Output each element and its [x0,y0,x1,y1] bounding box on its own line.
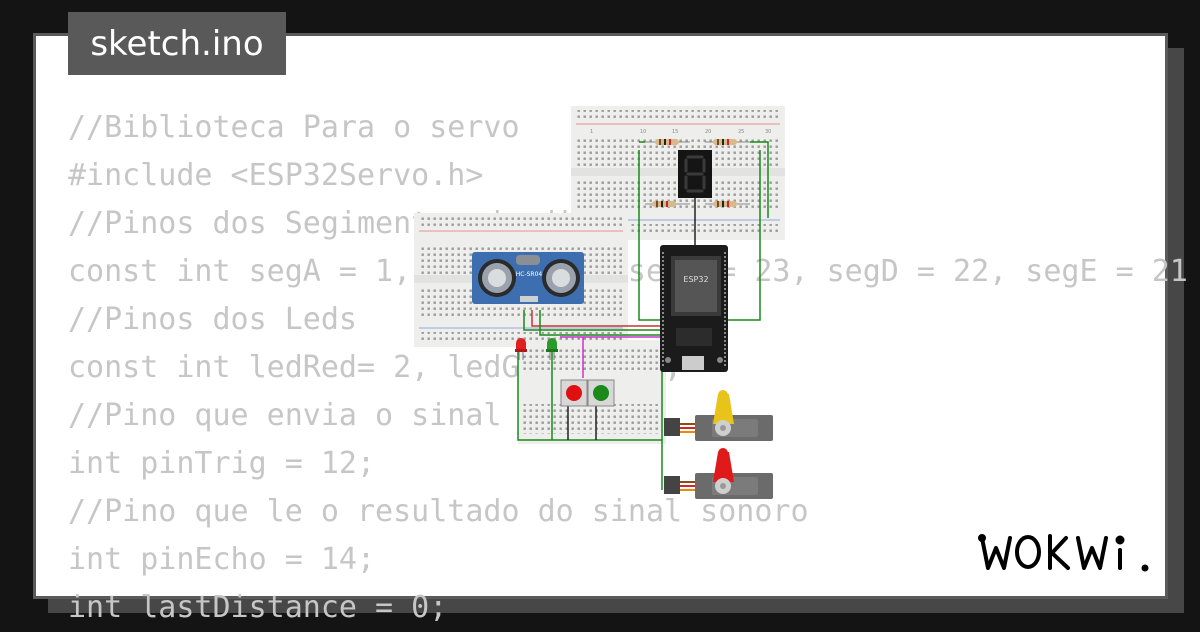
file-tab[interactable]: sketch.ino [68,12,286,75]
green-pushbutton [587,379,615,407]
breadboard-number: 25 [738,129,744,135]
resistor [705,139,750,145]
breadboard-number: 10 [640,129,646,135]
breadboard-number: 20 [705,129,711,135]
red-pushbutton [560,379,588,407]
esp32-board: ESP32 [660,245,728,372]
circuit-diagram: 1 10 15 20 25 30 [414,106,785,499]
breadboard-number: 30 [765,129,771,135]
servo-motor-red [664,448,773,499]
wire [517,345,662,441]
breadboard-number: 15 [672,129,678,135]
code-line: //Pinos dos Leds [68,302,357,337]
code-line: int pinTrig = 12; [68,446,376,481]
code-line: #include <ESP32Servo.h> [68,158,484,193]
wire [523,310,665,331]
code-line: int lastDistance = 0; [68,590,448,625]
wire [539,310,665,336]
code-line: //Biblioteca Para o servo [68,110,520,145]
wokwi-logo-icon [978,534,1149,572]
resistor [645,201,690,207]
wire [750,141,769,218]
servo-motor-yellow [664,390,773,441]
sensor-label: HC-SR04 [516,271,543,278]
wire [531,310,665,327]
breadboard-number: 1 [590,129,593,135]
resistor [645,139,690,145]
red-led [515,338,527,360]
resistor [705,201,750,207]
breadboard-bottom [518,340,666,444]
ultrasonic-sensor: HC-SR04 [472,252,584,304]
mcu-label: ESP32 [683,275,708,284]
seven-segment-display [678,150,712,198]
wokwi-logo[interactable]: WOKWi [976,528,1152,576]
code-line: //Pino que le o resultado do sinal sonor… [68,494,809,529]
green-led [546,338,558,360]
code-line: int pinEcho = 14; [68,542,376,577]
